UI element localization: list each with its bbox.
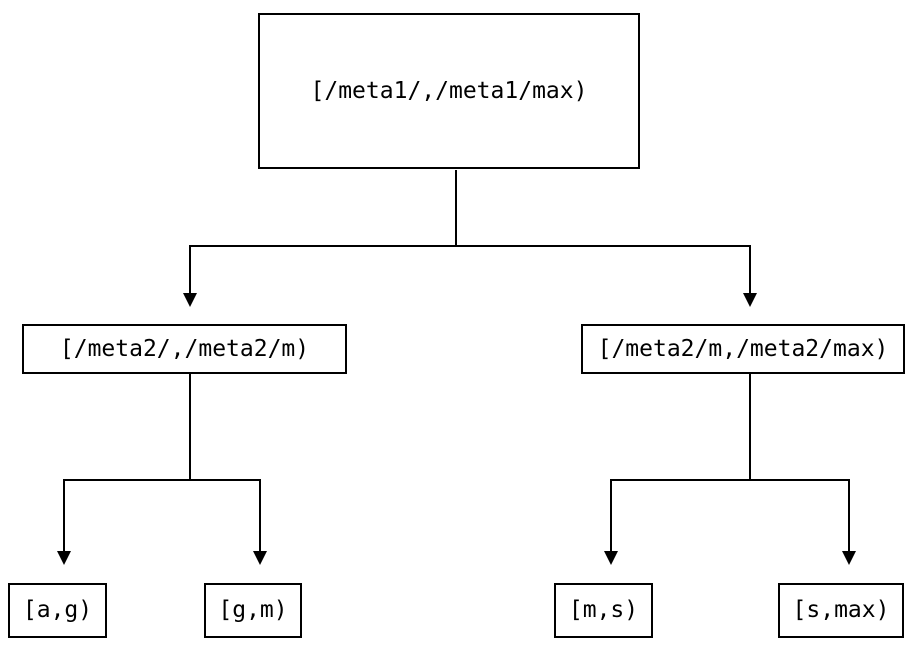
node-left-range: [/meta2/,/meta2/m) <box>22 324 347 374</box>
node-leaf-gm: [g,m) <box>204 583 302 638</box>
arrowhead-root-to-left <box>183 293 197 307</box>
edge-root-to-left <box>189 170 457 293</box>
node-leaf-ag: [a,g) <box>8 583 107 638</box>
node-right-range: [/meta2/m,/meta2/max) <box>581 324 905 374</box>
node-leaf-gm-label: [g,m) <box>218 597 288 623</box>
arrowhead-root-to-right <box>743 293 757 307</box>
node-right-label: [/meta2/m,/meta2/max) <box>597 335 889 362</box>
node-leaf-ms: [m,s) <box>554 583 653 638</box>
edge-left-to-leaf-gm <box>189 374 261 551</box>
edge-right-to-leaf-smax <box>749 374 850 551</box>
node-root-label: [/meta1/,/meta1/max) <box>310 77 588 104</box>
arrowhead-right-to-leaf-ms <box>604 551 618 565</box>
edge-root-to-right <box>455 170 751 293</box>
edge-left-to-leaf-ag <box>63 374 191 551</box>
node-root-range: [/meta1/,/meta1/max) <box>258 13 640 169</box>
node-leaf-ms-label: [m,s) <box>568 597 639 623</box>
node-leaf-smax-label: [s,max) <box>792 597 890 623</box>
node-leaf-ag-label: [a,g) <box>22 597 93 623</box>
edge-right-to-leaf-ms <box>610 374 751 551</box>
node-left-label: [/meta2/,/meta2/m) <box>59 335 310 362</box>
arrowhead-right-to-leaf-smax <box>842 551 856 565</box>
arrowhead-left-to-leaf-ag <box>57 551 71 565</box>
arrowhead-left-to-leaf-gm <box>253 551 267 565</box>
node-leaf-smax: [s,max) <box>778 583 904 638</box>
